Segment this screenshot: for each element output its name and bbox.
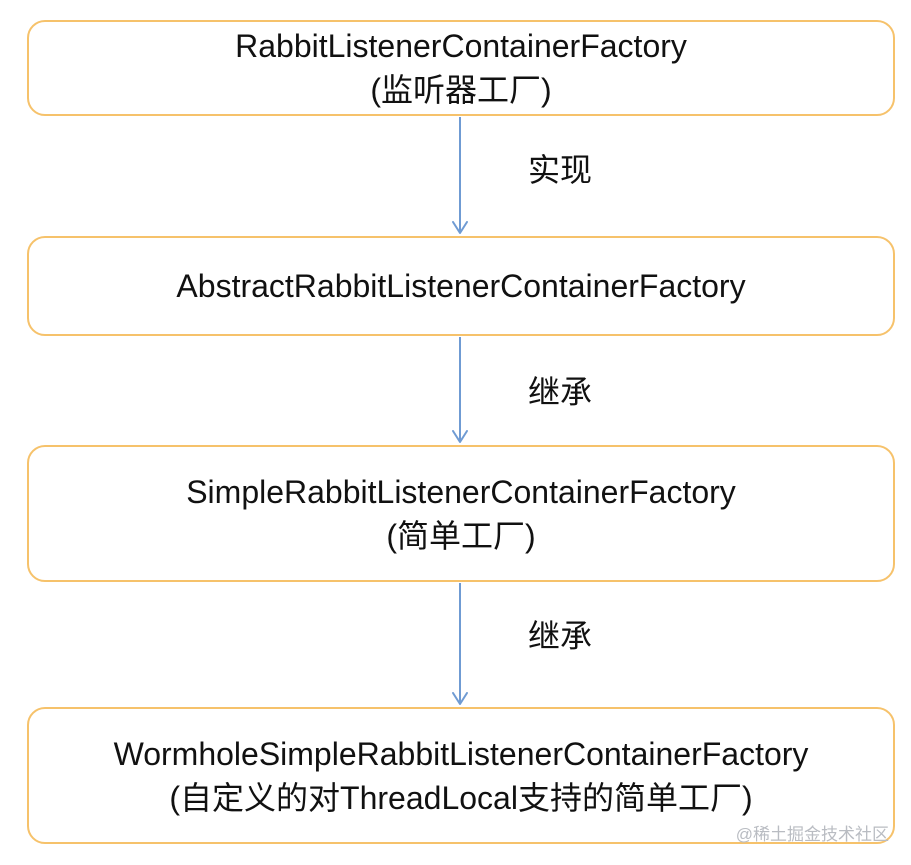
node-abstract-rabbit-listener-container-factory: AbstractRabbitListenerContainerFactory	[27, 236, 895, 336]
arrow-1	[452, 117, 468, 234]
node-title: WormholeSimpleRabbitListenerContainerFac…	[113, 735, 809, 772]
edge-label-extends: 继承	[528, 618, 593, 654]
node-note: (自定义的对ThreadLocal支持的简单工厂)	[169, 779, 753, 816]
edge-label-extends: 继承	[528, 374, 593, 410]
node-note: (监听器工厂)	[370, 72, 552, 108]
node-note: (简单工厂)	[386, 517, 536, 554]
arrow-2	[452, 337, 468, 443]
node-simple-rabbit-listener-container-factory: SimpleRabbitListenerContainerFactory (简单…	[27, 445, 895, 582]
node-title: SimpleRabbitListenerContainerFactory	[186, 473, 736, 510]
watermark: @稀土掘金技术社区	[735, 825, 889, 844]
edge-label-implements: 实现	[528, 152, 593, 188]
node-title: AbstractRabbitListenerContainerFactory	[176, 268, 746, 304]
node-rabbit-listener-container-factory: RabbitListenerContainerFactory (监听器工厂)	[27, 20, 895, 116]
node-wormhole-simple-rabbit-listener-container-factory: WormholeSimpleRabbitListenerContainerFac…	[27, 707, 895, 844]
node-title: RabbitListenerContainerFactory	[235, 28, 687, 64]
arrow-3	[452, 583, 468, 705]
